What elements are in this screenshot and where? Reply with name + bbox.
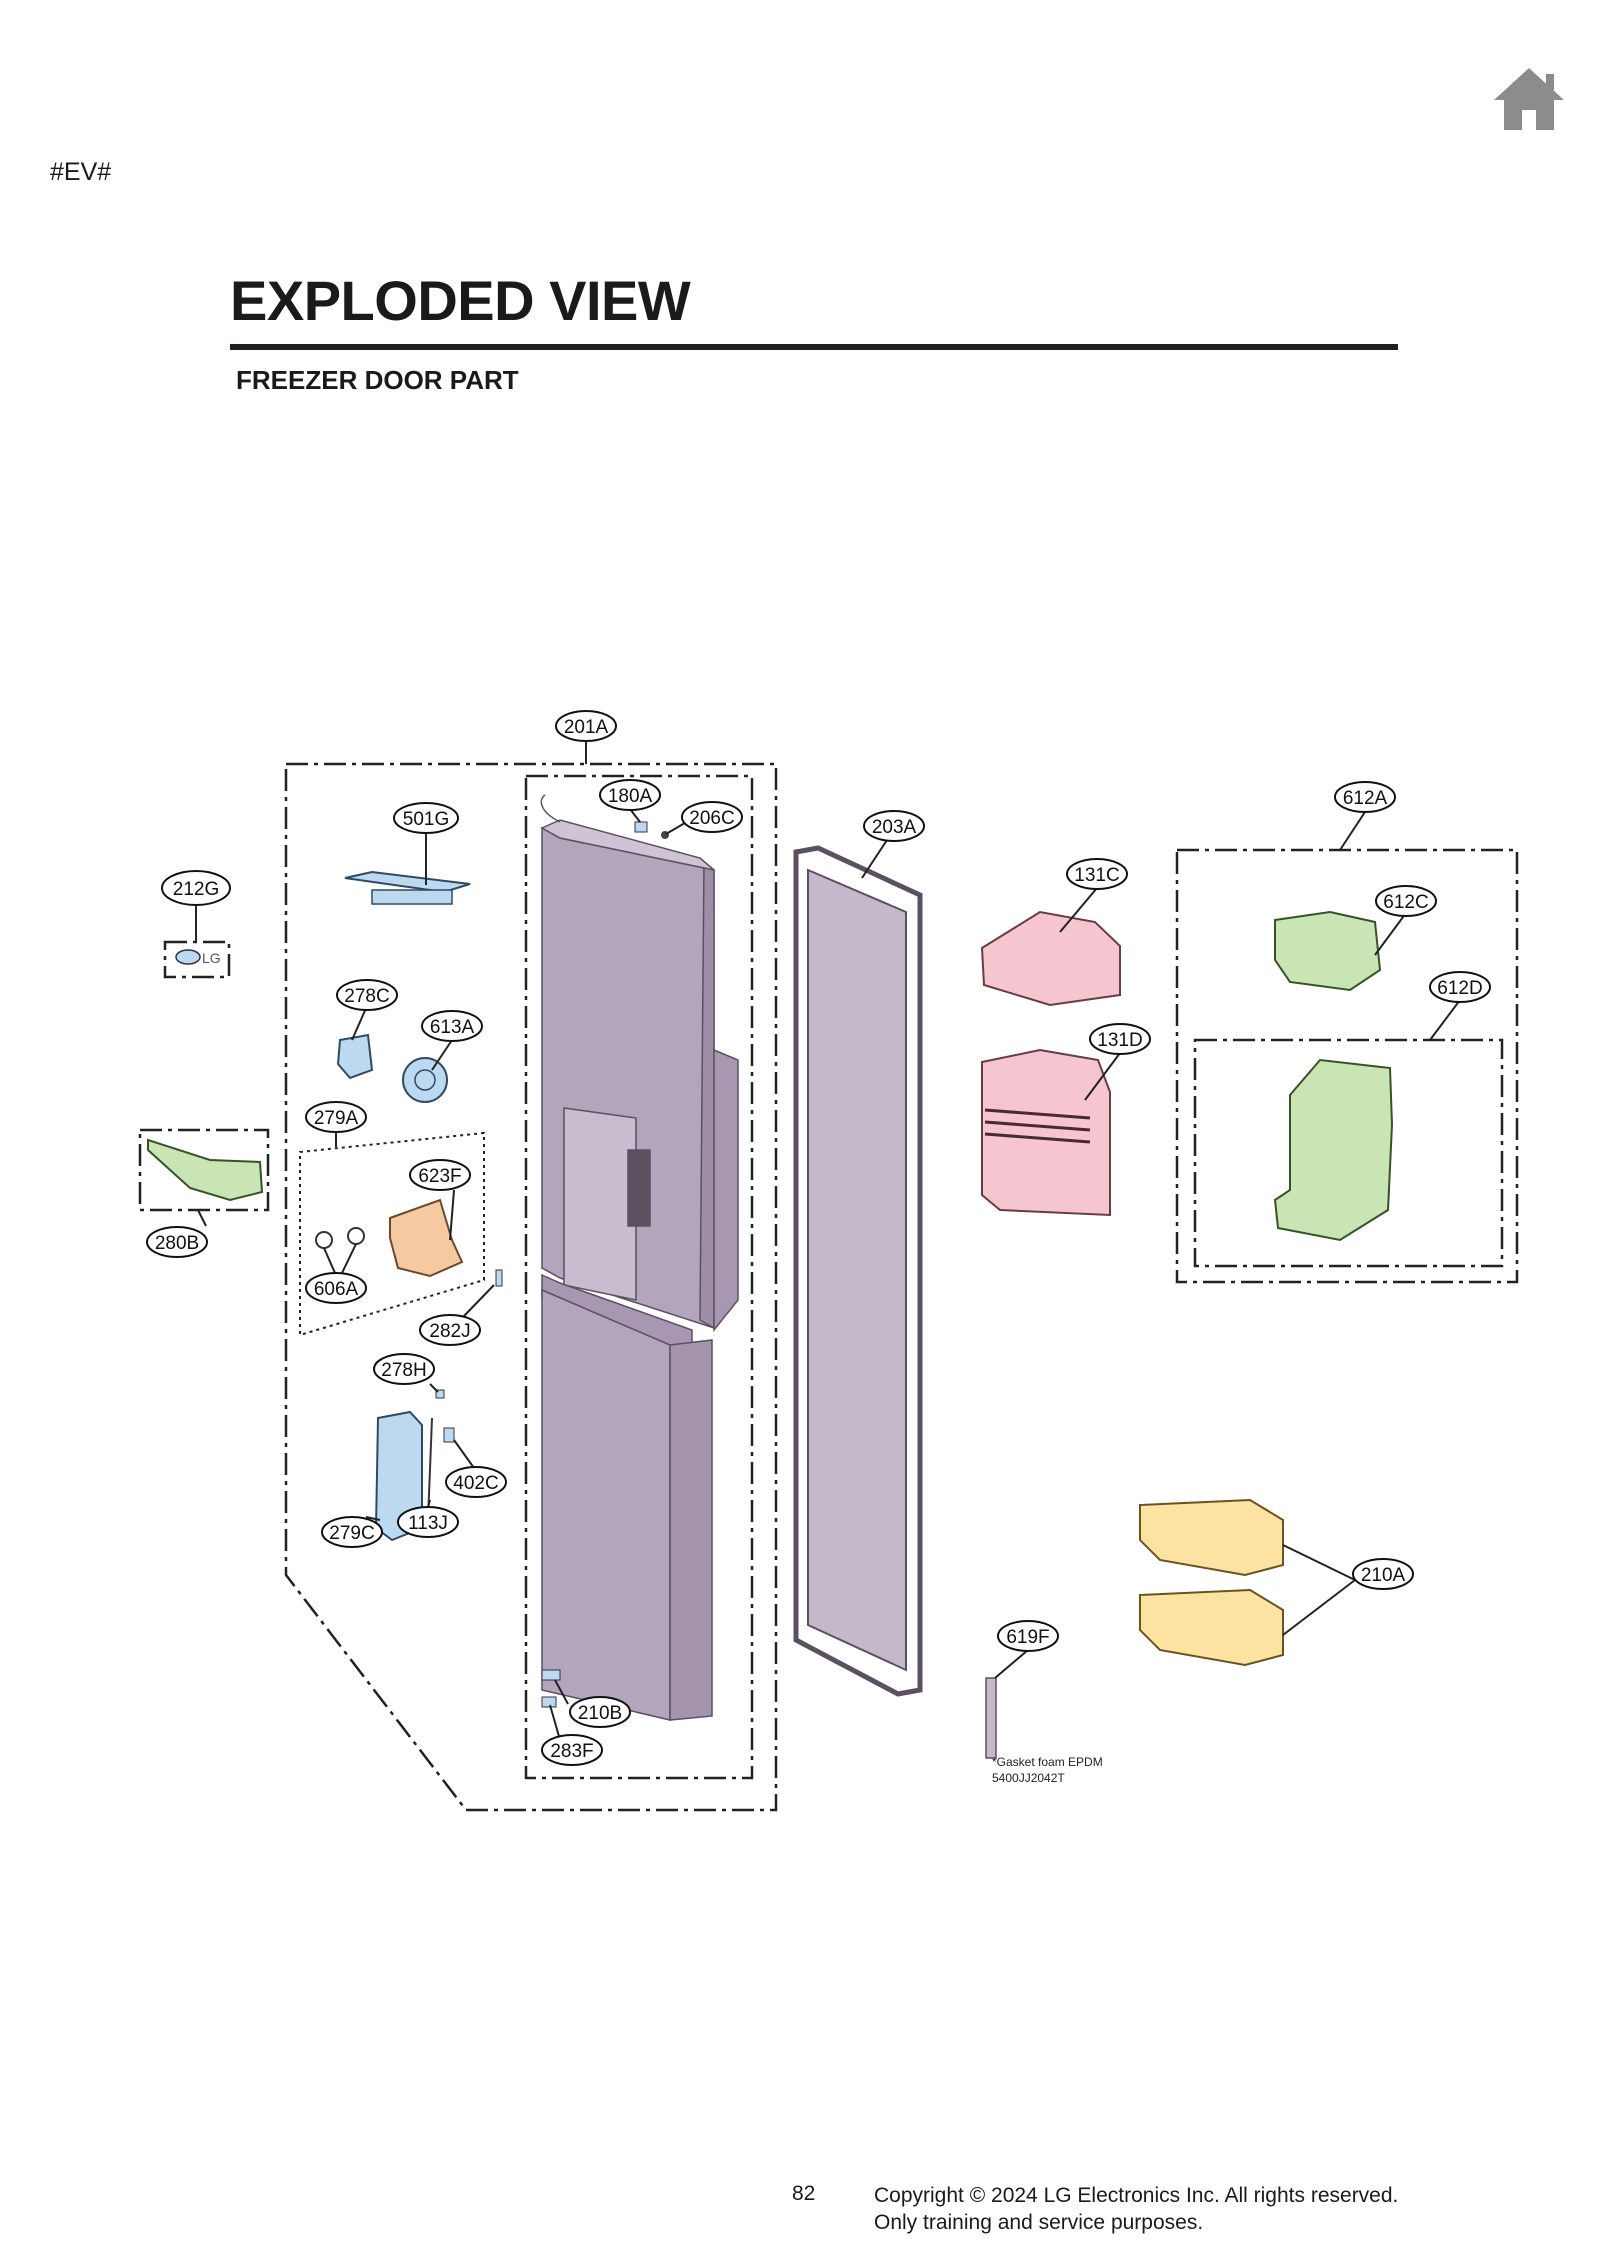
home-button[interactable] [1490, 64, 1568, 134]
svg-text:402C: 402C [453, 1473, 498, 1494]
svg-text:203A: 203A [872, 817, 917, 838]
svg-text:279A: 279A [314, 1108, 359, 1129]
part-278C [336, 1033, 374, 1080]
svg-text:279C: 279C [329, 1523, 374, 1544]
leader-lines [195, 741, 1461, 1741]
group-outline-612D [1193, 1038, 1504, 1268]
svg-text:LG: LG [202, 950, 221, 966]
svg-text:278H: 278H [381, 1360, 426, 1381]
svg-text:612A: 612A [1343, 788, 1388, 809]
callout-279A: 279A [305, 1101, 367, 1133]
svg-text:280B: 280B [155, 1233, 199, 1254]
part-623F [389, 1198, 464, 1278]
svg-text:212G: 212G [173, 879, 219, 900]
callout-612C: 612C [1375, 885, 1437, 917]
svg-text:206C: 206C [689, 808, 734, 829]
callout-280B: 280B [146, 1226, 208, 1258]
part-212G-lg-badge: LG [175, 949, 221, 966]
copyright-line-1: Copyright © 2024 LG Electronics Inc. All… [874, 2184, 1399, 2207]
svg-text:210B: 210B [578, 1703, 622, 1724]
callout-131D: 131D [1089, 1023, 1151, 1055]
section-code-tag: #EV# [50, 158, 112, 186]
svg-text:283F: 283F [550, 1741, 593, 1762]
part-402C [443, 1427, 455, 1443]
gasket-note-line1: *Gasket foam EPDM [992, 1755, 1103, 1769]
gasket-203A [793, 845, 923, 1697]
svg-text:606A: 606A [314, 1279, 359, 1300]
callout-619F: 619F [997, 1620, 1059, 1652]
part-280B [147, 1138, 264, 1202]
part-210B [541, 1669, 561, 1681]
svg-text:613A: 613A [430, 1017, 475, 1038]
part-501G [344, 870, 471, 894]
part-612D [1273, 1058, 1394, 1242]
part-131C [980, 910, 1121, 1007]
part-612C [1274, 910, 1382, 992]
callout-623F: 623F [409, 1159, 471, 1191]
page-number: 82 [792, 2182, 816, 2205]
svg-text:210A: 210A [1361, 1565, 1406, 1586]
gasket-note-line2: 5400JJ2042T [992, 1771, 1065, 1785]
svg-text:201A: 201A [564, 717, 609, 738]
callout-402C: 402C [445, 1466, 507, 1498]
part-210A-upper [1139, 1498, 1284, 1577]
svg-text:113J: 113J [408, 1513, 448, 1534]
svg-text:131D: 131D [1097, 1030, 1142, 1051]
callout-131C: 131C [1066, 858, 1128, 890]
part-180A [634, 821, 648, 833]
group-outline-280B [138, 1128, 270, 1212]
group-outline-door [524, 774, 754, 1780]
part-283F [541, 1696, 557, 1708]
part-613A [402, 1057, 448, 1103]
callout-212G: 212G [161, 870, 231, 906]
callout-278C: 278C [336, 979, 398, 1011]
group-outline-201A [284, 762, 778, 1812]
callout-613A: 613A [421, 1010, 483, 1042]
callout-501G: 501G [393, 802, 459, 834]
part-606A-left [315, 1231, 333, 1249]
group-outline-612A [1175, 848, 1519, 1284]
title-rule [230, 344, 1398, 350]
callout-279C: 279C [321, 1516, 383, 1548]
svg-text:612C: 612C [1383, 892, 1428, 913]
part-282J [495, 1269, 503, 1287]
svg-text:278C: 278C [344, 986, 389, 1007]
svg-text:619F: 619F [1006, 1627, 1049, 1648]
copyright-notice: Copyright © 2024 LG Electronics Inc. All… [874, 2182, 1398, 2236]
svg-text:623F: 623F [418, 1166, 461, 1187]
svg-text:180A: 180A [608, 786, 653, 807]
callout-210A: 210A [1352, 1558, 1414, 1590]
svg-text:501G: 501G [403, 809, 449, 830]
part-619F [985, 1677, 997, 1759]
callout-210B: 210B [569, 1696, 631, 1728]
callout-282J: 282J [419, 1314, 481, 1346]
callout-612D: 612D [1429, 971, 1491, 1003]
home-icon [1494, 68, 1564, 130]
callout-113J: 113J [397, 1506, 459, 1538]
callout-283F: 283F [541, 1734, 603, 1766]
copyright-line-2: Only training and service purposes. [874, 2211, 1204, 2234]
page-title: EXPLODED VIEW [230, 269, 691, 332]
svg-text:282J: 282J [429, 1321, 470, 1342]
section-subtitle: FREEZER DOOR PART [236, 365, 519, 395]
callout-201A: 201A [555, 710, 617, 742]
callout-278H: 278H [373, 1353, 435, 1385]
svg-text:131C: 131C [1074, 865, 1119, 886]
callout-203A: 203A [863, 810, 925, 842]
part-131D [981, 1048, 1111, 1217]
callout-180A: 180A [599, 779, 661, 811]
callout-606A: 606A [305, 1272, 367, 1304]
part-606A-right [347, 1227, 365, 1245]
freezer-door-body [540, 794, 739, 1721]
group-outline-279A [299, 1131, 485, 1337]
callout-206C: 206C [681, 801, 743, 833]
svg-text:612D: 612D [1437, 978, 1482, 999]
callout-612A: 612A [1334, 781, 1396, 813]
part-210A-lower [1139, 1588, 1284, 1667]
part-278H [435, 1389, 445, 1399]
